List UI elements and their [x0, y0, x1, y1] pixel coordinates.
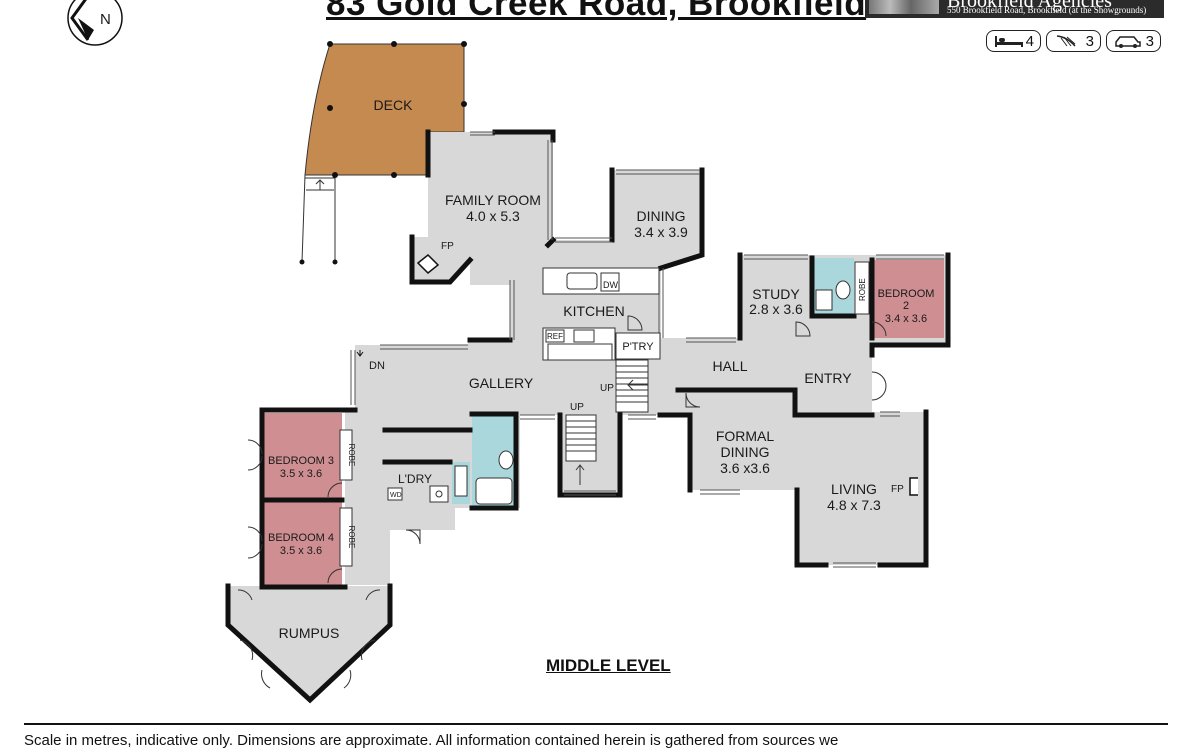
footer-divider: [24, 723, 1168, 725]
bathrooms-count: 3: [1085, 32, 1094, 50]
bed-icon: [995, 36, 1023, 47]
agency-building-photo: [869, 0, 939, 14]
up-label-hall: UP: [600, 383, 614, 394]
gallery-label: GALLERY: [469, 375, 534, 391]
kitchen-label: KITCHEN: [563, 303, 624, 319]
bathroom-fixtures: [387, 450, 514, 505]
walls: [225, 129, 951, 704]
bedroom3-size: 3.5 x 3.6: [280, 468, 322, 480]
entry-label: ENTRY: [804, 370, 852, 386]
bedroom3-robe-label: ROBE: [347, 444, 356, 467]
study-size: 2.8 x 3.6: [749, 301, 803, 317]
robes: [339, 429, 353, 567]
family-room-size: 4.0 x 5.3: [466, 208, 520, 224]
kitchen-benches: [542, 267, 661, 361]
down-label: DN: [369, 360, 385, 372]
ensuite-fixtures: [815, 261, 870, 315]
up-label-gallery: UP: [570, 402, 584, 413]
study-label: STUDY: [752, 286, 800, 302]
family-room-label: FAMILY ROOM: [445, 192, 541, 208]
room-labels: DECK FAMILY ROOM 4.0 x 5.3 FP DINING 3.4…: [268, 97, 934, 641]
property-address: 83 Gold Creek Road, Brookfield: [326, 0, 867, 23]
compass-north-label: N: [100, 11, 111, 28]
shower-icon: [1056, 35, 1076, 47]
ensuite-robe-label: ROBE: [858, 278, 867, 301]
bedroom3-floor: [262, 413, 342, 500]
car-icon: [1115, 36, 1141, 48]
bedroom2-label: BEDROOM: [878, 288, 935, 300]
north-compass-icon: N: [67, 0, 123, 46]
bedroom3-label: BEDROOM 3: [268, 455, 334, 467]
bedroom4-robe-label: ROBE: [347, 526, 356, 549]
dining-size: 3.4 x 3.9: [634, 224, 688, 240]
bedroom2-size: 3.4 x 3.6: [885, 313, 927, 325]
doors: [237, 315, 887, 689]
deck-stairs: [301, 174, 336, 263]
rumpus-floor: [228, 586, 390, 700]
windows: [350, 131, 944, 568]
bedroom4-size: 3.5 x 3.6: [280, 545, 322, 557]
formal-dining-label-1: FORMAL: [716, 428, 775, 444]
bedroom4-floor: [262, 502, 342, 587]
dining-label: DINING: [637, 208, 686, 224]
disclaimer-text: Scale in metres, indicative only. Dimens…: [24, 732, 839, 749]
stairs: [565, 359, 649, 485]
laundry-label: L'DRY: [398, 472, 432, 486]
carspaces-badge: 3: [1106, 30, 1161, 52]
washer-dryer-label: WD: [390, 492, 402, 499]
bedroom2-number: 2: [903, 300, 909, 312]
dn-arrow: [356, 350, 364, 357]
deck-label: DECK: [374, 97, 414, 113]
formal-dining-size: 3.6 x3.6: [720, 460, 770, 476]
living-fp-label: FP: [891, 484, 904, 495]
fridge-label: REF: [547, 332, 563, 341]
family-fp-label: FP: [441, 241, 454, 252]
living-size: 4.8 x 7.3: [827, 497, 881, 513]
agency-name: Brookfield Agencies: [947, 0, 1112, 12]
bathrooms-badge: 3: [1046, 30, 1101, 52]
living-label: LIVING: [831, 481, 877, 497]
agency-address: 550 Brookfield Road, Brookfield (at the …: [947, 5, 1147, 15]
bedroom2-floor: [872, 260, 944, 338]
carspaces-count: 3: [1145, 32, 1154, 50]
rumpus-label: RUMPUS: [279, 625, 340, 641]
dishwasher-label: DW: [603, 280, 618, 290]
deck-posts: [299, 41, 467, 265]
fireplaces: [416, 253, 918, 496]
hall-label: HALL: [712, 358, 747, 374]
level-label: MIDDLE LEVEL: [546, 656, 671, 675]
bedroom4-label: BEDROOM 4: [268, 532, 334, 544]
agency-logo-banner: Brookfield Agencies 550 Brookfield Road,…: [865, 0, 1164, 18]
pantry-label: P'TRY: [622, 341, 654, 353]
bedrooms-badge: 4: [986, 30, 1041, 52]
formal-dining-label-2: DINING: [721, 444, 770, 460]
bedrooms-count: 4: [1025, 32, 1034, 50]
